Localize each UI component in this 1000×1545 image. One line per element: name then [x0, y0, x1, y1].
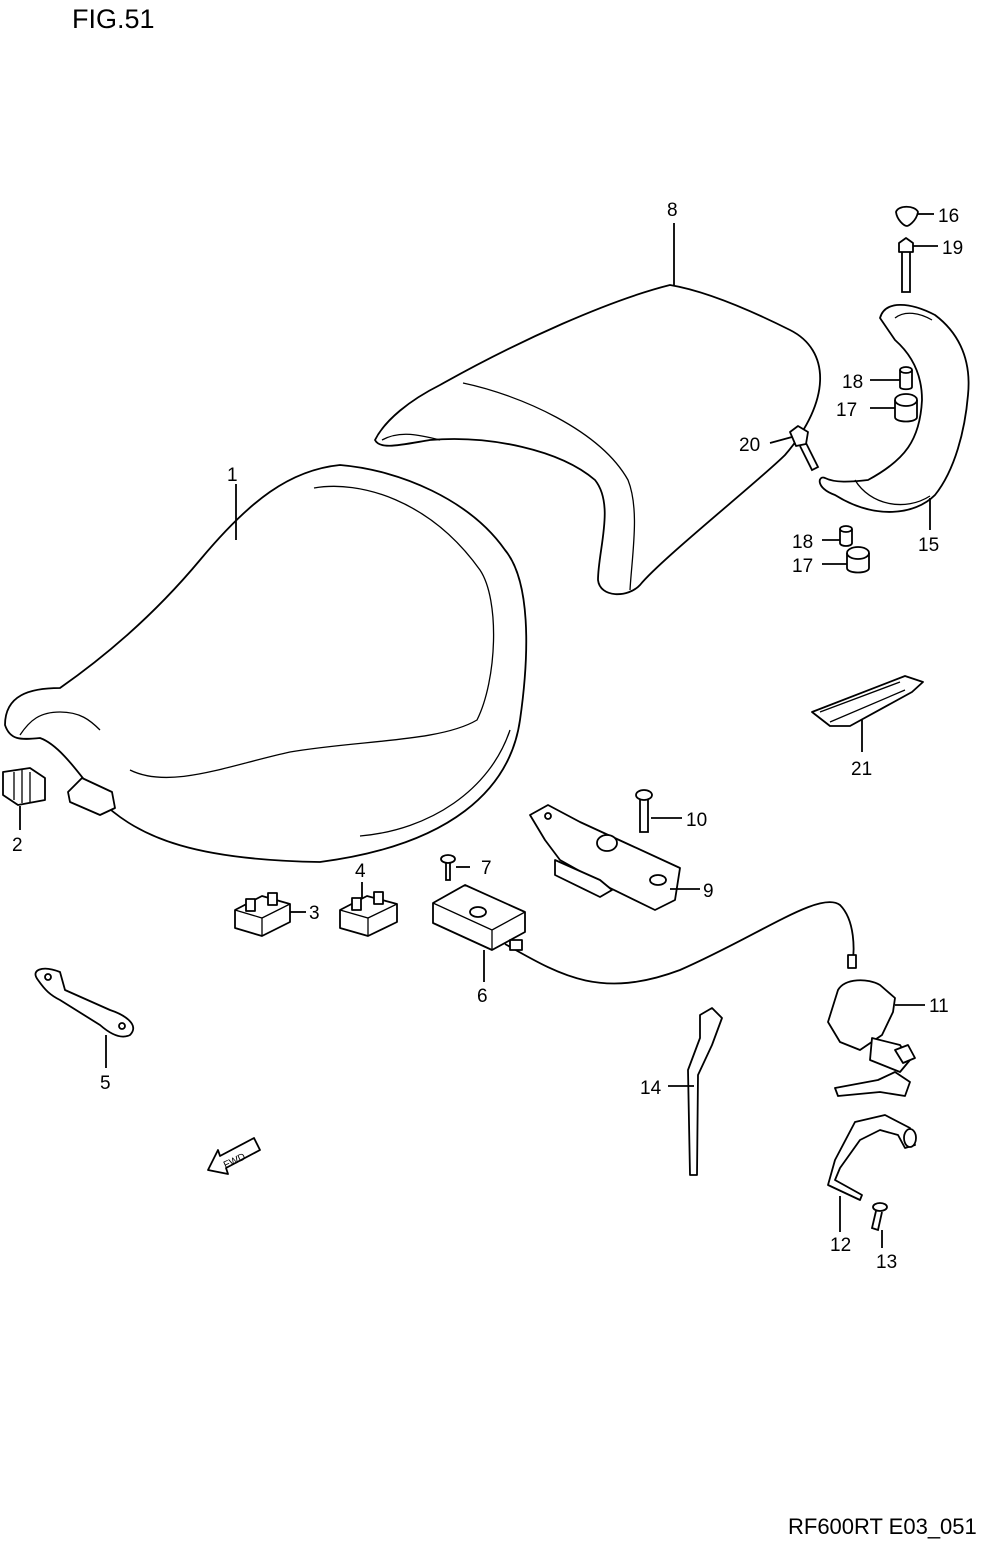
rubber-block-a — [234, 892, 291, 937]
fwd-arrow: FWD — [207, 1137, 261, 1175]
bolt-10 — [635, 789, 653, 833]
seat-bracket — [34, 967, 135, 1038]
callout-19: 19 — [942, 238, 963, 259]
callout-12: 12 — [830, 1235, 851, 1256]
cap-16 — [895, 205, 919, 227]
callout-8: 8 — [667, 200, 678, 221]
cushion-17-a — [894, 393, 918, 423]
front-seat — [4, 464, 528, 863]
collar-18-a — [899, 366, 913, 391]
callout-20: 20 — [739, 435, 760, 456]
seat-lock-set — [827, 979, 916, 1097]
lock-bracket — [529, 804, 681, 911]
callout-6: 6 — [477, 986, 488, 1007]
callout-1: 1 — [227, 465, 238, 486]
callout-10: 10 — [686, 810, 707, 831]
figure-code: RF600RT E03_051 — [788, 1514, 977, 1539]
callout-17b: 17 — [792, 556, 813, 577]
callout-2: 2 — [12, 835, 23, 856]
cushion-17-b — [846, 546, 870, 574]
callout-16: 16 — [938, 206, 959, 227]
callout-9: 9 — [703, 881, 714, 902]
screw-13 — [870, 1202, 888, 1232]
rubber-cushion — [2, 767, 46, 806]
callout-18a: 18 — [842, 372, 863, 393]
callout-18b: 18 — [792, 532, 813, 553]
callout-17a: 17 — [836, 400, 857, 421]
rear-seat — [374, 284, 821, 596]
leader-lines — [19, 213, 938, 1248]
seat-lock-cable — [432, 884, 857, 985]
callout-labels: 1 2 3 4 5 6 7 8 9 10 11 12 13 14 15 16 1… — [12, 200, 963, 1273]
callout-5: 5 — [100, 1073, 111, 1094]
bolt-20 — [789, 425, 820, 472]
lock-stay — [827, 1114, 917, 1201]
callout-13: 13 — [876, 1252, 897, 1273]
callout-14: 14 — [640, 1078, 662, 1099]
callout-11: 11 — [929, 996, 949, 1017]
tool-holder — [811, 675, 924, 727]
collar-18-b — [839, 525, 853, 547]
screw-7 — [440, 854, 456, 881]
callout-7: 7 — [481, 858, 492, 879]
callout-15: 15 — [918, 535, 939, 556]
figure-title: FIG.51 — [72, 4, 155, 34]
callout-3: 3 — [309, 903, 320, 924]
grab-rail — [818, 304, 970, 513]
seat-strap — [687, 1007, 723, 1176]
callout-4: 4 — [355, 861, 366, 882]
rubber-block-b — [339, 891, 398, 937]
bolt-19 — [898, 237, 914, 293]
callout-21: 21 — [851, 759, 872, 780]
